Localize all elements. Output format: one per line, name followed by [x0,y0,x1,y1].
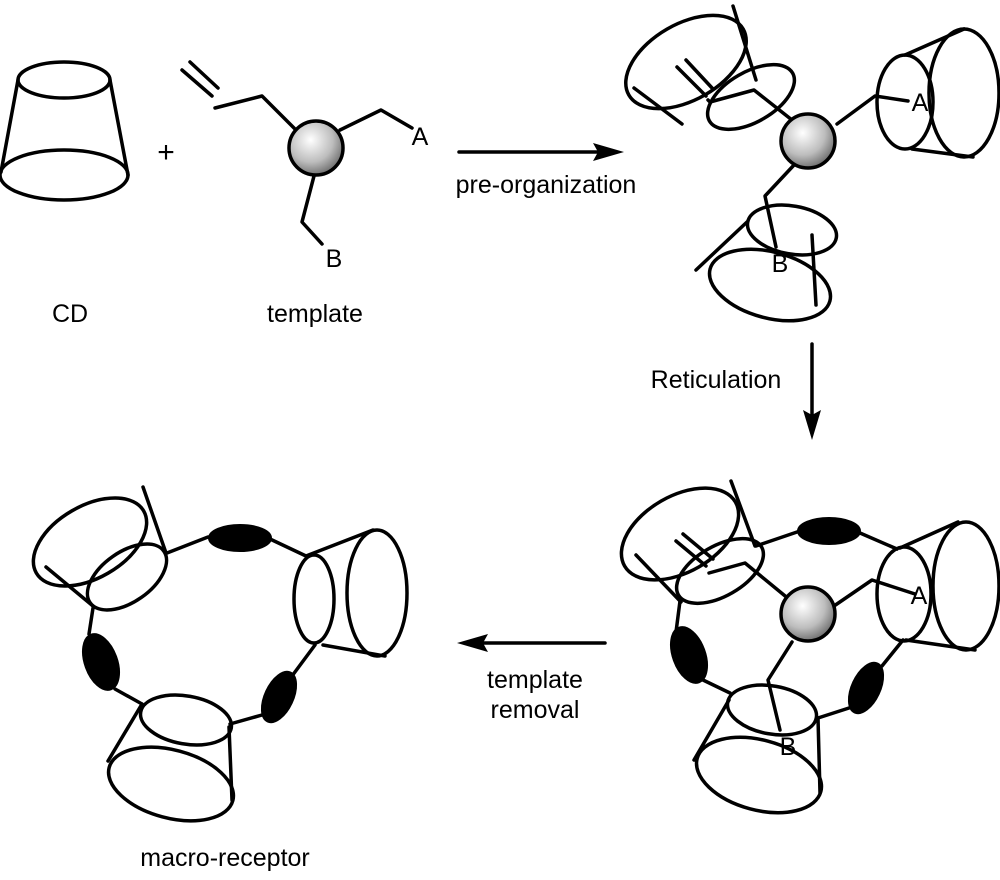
arrow-pre-organization [457,143,624,161]
step-reticulation-label: Reticulation [651,366,782,394]
cyclodextrin-cup [106,693,236,823]
template-molecule [180,60,414,246]
template-core-sphere [779,585,837,643]
cyclodextrin-cup [31,485,169,612]
atom-b-label: B [772,250,789,278]
atom-a-label: A [911,582,928,610]
atom-b-label: B [780,733,797,761]
atom-a-label: A [912,89,929,117]
plus-sign: + [157,136,175,169]
linker-bead [847,661,885,715]
linker-bead [797,517,861,545]
reticulated-complex [619,479,1000,815]
cyclodextrin-cup [292,528,409,658]
macro-receptor-label: macro-receptor [140,844,310,872]
cyclodextrin-cup [692,683,824,815]
linker-bead [669,626,709,684]
macro-receptor [31,485,409,823]
cyclodextrin-cup [694,203,839,323]
linker-bead [208,524,272,552]
arrow-reticulation [803,342,821,440]
step-template-removal-label-line1: template [487,666,583,694]
step-template-removal-label-line2: removal [491,696,580,724]
cyclodextrin-cup [875,520,1000,652]
cyclodextrin-cup [624,4,797,132]
cd-label: CD [52,300,88,328]
cyclodextrin-cup [0,60,130,202]
linker-bead [81,633,121,691]
template-core-sphere [287,119,345,177]
template-label: template [267,300,363,328]
cyclodextrin-cup [875,27,1000,159]
cyclodextrin-cup [619,479,766,606]
atom-b-label: B [326,245,343,273]
linker-bead [260,670,298,724]
arrow-template-removal [457,634,607,652]
atom-a-label: A [412,123,429,151]
preorganized-complex [624,4,1000,323]
template-core-sphere [779,112,837,170]
step-pre-organization-label: pre-organization [456,171,637,199]
